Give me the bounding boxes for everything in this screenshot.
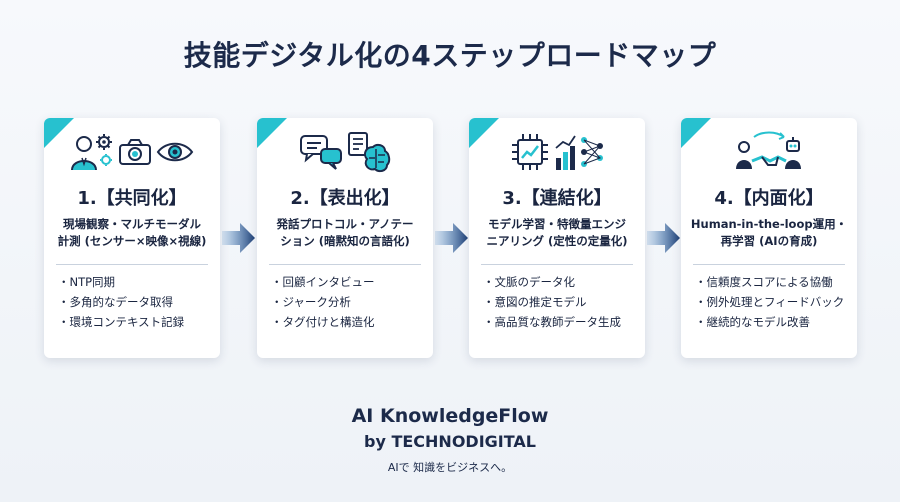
step-title: 4.【内面化】 [714, 188, 824, 209]
divider [693, 264, 845, 265]
step-title: 1.【共同化】 [77, 188, 187, 209]
roadmap-steps: 1.【共同化】 現場観察・マルチモーダル 計測 (センサー×映像×視線) ・NT… [0, 118, 900, 360]
arrow-right-icon [435, 222, 469, 258]
step-icons [44, 130, 220, 174]
bullet-item: ・回顧インタビュー [271, 275, 375, 289]
card-corner-accent [44, 118, 74, 148]
step-description-line: 再学習 (AIの育成) [720, 234, 818, 248]
human-robot-handshake-icon [734, 131, 804, 173]
step-icons [681, 130, 857, 174]
step-bullets: ・NTP同期 ・多角的なデータ取得 ・環境コンテキスト記録 [58, 272, 218, 332]
bullet-item: ・継続的なモデル改善 [695, 315, 810, 329]
step-description-line: 発話プロトコル・アノテー [276, 217, 414, 231]
step-description-line: ニアリング (定性の定量化) [486, 234, 628, 248]
step-card-3: 3.【連結化】 モデル学習・特徴量エンジ ニアリング (定性の定量化) ・文脈の… [469, 118, 645, 358]
bullet-item: ・環境コンテキスト記録 [58, 315, 185, 329]
bullet-item: ・例外処理とフィードバック [695, 295, 845, 309]
step-card-4: 4.【内面化】 Human-in-the-loop運用・ 再学習 (AIの育成)… [681, 118, 857, 358]
eye-icon [156, 139, 194, 165]
divider [481, 264, 633, 265]
person-gear-icon [70, 132, 114, 172]
step-description-line: 現場観察・マルチモーダル [63, 217, 201, 231]
bullet-item: ・文脈のデータ化 [483, 275, 575, 289]
step-description: Human-in-the-loop運用・ 再学習 (AIの育成) [689, 216, 849, 250]
page-title: 技能デジタル化の4ステップロードマップ [183, 39, 717, 72]
bullet-item: ・信頼度スコアによる協働 [695, 275, 833, 289]
step-icons [257, 130, 433, 174]
step-description: 発話プロトコル・アノテー ション (暗黙知の言語化) [265, 216, 425, 250]
brand-name: AI KnowledgeFlow [351, 405, 549, 427]
step-description: 現場観察・マルチモーダル 計測 (センサー×映像×視線) [52, 216, 212, 250]
step-card-2: 2.【表出化】 発話プロトコル・アノテー ション (暗黙知の言語化) ・回顧イン… [257, 118, 433, 358]
step-icons [469, 130, 645, 174]
bullet-item: ・多角的なデータ取得 [58, 295, 173, 309]
bullet-item: ・NTP同期 [58, 275, 116, 289]
step-bullets: ・文脈のデータ化 ・意図の推定モデル ・高品質な教師データ生成 [483, 272, 643, 332]
step-description-line: モデル学習・特徴量エンジ [488, 217, 626, 231]
step-description-line: Human-in-the-loop運用・ [690, 217, 848, 231]
arrow-right-icon [222, 222, 256, 258]
divider [269, 264, 421, 265]
brand-company: by TECHNODIGITAL [364, 432, 536, 451]
bullet-item: ・ジャーク分析 [271, 295, 351, 309]
step-description-line: 計測 (センサー×映像×視線) [57, 234, 207, 248]
document-brain-icon [347, 131, 391, 173]
step-description-line: ション (暗黙知の言語化) [280, 234, 410, 248]
step-card-1: 1.【共同化】 現場観察・マルチモーダル 計測 (センサー×映像×視線) ・NT… [44, 118, 220, 358]
camera-icon [118, 137, 152, 167]
bar-chart-network-icon [554, 132, 604, 172]
step-title: 3.【連結化】 [502, 188, 612, 209]
speech-bubbles-icon [299, 133, 343, 171]
step-title: 2.【表出化】 [290, 188, 400, 209]
chip-chart-icon [510, 132, 550, 172]
step-bullets: ・回顧インタビュー ・ジャーク分析 ・タグ付けと構造化 [271, 272, 431, 332]
divider [56, 264, 208, 265]
card-corner-accent [469, 118, 499, 148]
step-bullets: ・信頼度スコアによる協働 ・例外処理とフィードバック ・継続的なモデル改善 [695, 272, 855, 332]
arrow-right-icon [647, 222, 681, 258]
card-corner-accent [257, 118, 287, 148]
bullet-item: ・タグ付けと構造化 [271, 315, 375, 329]
brand-tagline: AIで 知識をビジネスへ。 [387, 461, 513, 474]
step-description: モデル学習・特徴量エンジ ニアリング (定性の定量化) [477, 216, 637, 250]
bullet-item: ・意図の推定モデル [483, 295, 587, 309]
bullet-item: ・高品質な教師データ生成 [483, 315, 621, 329]
card-corner-accent [681, 118, 711, 148]
